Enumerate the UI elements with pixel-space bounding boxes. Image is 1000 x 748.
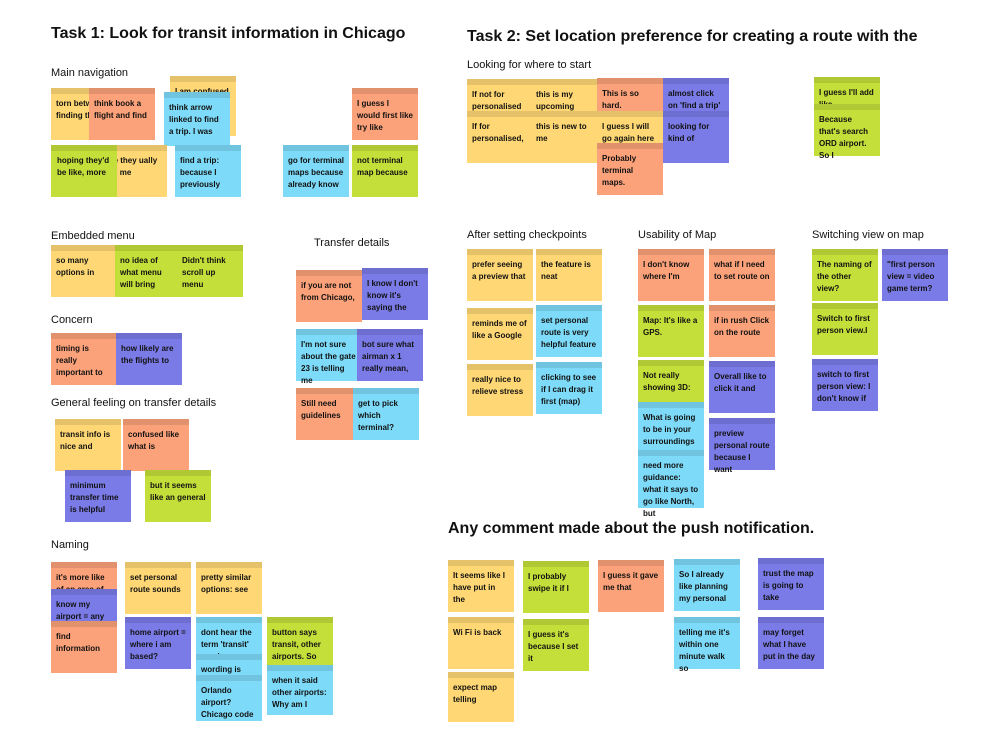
sticky-note[interactable]: reminds me of like a Google xyxy=(467,308,533,360)
sticky-note[interactable]: transit info is nice and xyxy=(55,419,121,471)
sticky-note[interactable]: confused like what is xyxy=(123,419,189,471)
sticky-note[interactable]: hoping they'd be like, more xyxy=(51,145,117,197)
sticky-note[interactable]: If for personalised, xyxy=(467,111,533,163)
label-after-checkpoints: After setting checkpoints xyxy=(467,229,587,241)
sticky-note[interactable]: Switch to first person view.I xyxy=(812,303,878,355)
sticky-note[interactable]: Didn't think scroll up menu xyxy=(177,245,243,297)
sticky-note[interactable]: "first person view = video game term? xyxy=(882,249,948,301)
sticky-note[interactable]: set personal route is very helpful featu… xyxy=(536,305,602,357)
sticky-note[interactable]: how likely are the flights to xyxy=(116,333,182,385)
label-concern: Concern xyxy=(51,314,93,326)
sticky-note[interactable]: may forget what I have put in the day xyxy=(758,617,824,669)
sticky-note[interactable]: but it seems like an general xyxy=(145,470,211,522)
sticky-note[interactable]: so many options in xyxy=(51,245,117,297)
sticky-note[interactable]: telling me it's within one minute walk s… xyxy=(674,617,740,673)
sticky-note[interactable]: The naming of the other view? xyxy=(812,249,878,301)
sticky-note[interactable]: It seems like I have put in the xyxy=(448,560,514,612)
sticky-note[interactable]: I guess I would first like try like xyxy=(352,88,418,140)
sticky-note[interactable]: not terminal map because xyxy=(352,145,418,197)
sticky-note[interactable]: no idea of what menu will bring xyxy=(115,245,181,297)
sticky-note[interactable]: looking for kind of xyxy=(663,111,729,163)
sticky-note[interactable]: expect map telling xyxy=(448,672,514,722)
sticky-note[interactable]: go for terminal maps because already kno… xyxy=(283,145,349,197)
sticky-note[interactable]: preview personal route because I want xyxy=(709,418,775,474)
sticky-note[interactable]: set personal route sounds xyxy=(125,562,191,614)
sticky-note[interactable]: Because that's search ORD airport. So I xyxy=(814,104,880,160)
sticky-note[interactable]: Map: It's like a GPS. xyxy=(638,305,704,357)
sticky-note[interactable]: bot sure what airman x 1 really mean, xyxy=(357,329,423,381)
sticky-note[interactable]: button says transit, other airports. So … xyxy=(267,617,333,673)
sticky-note[interactable]: pretty similar options: see xyxy=(196,562,262,614)
label-naming: Naming xyxy=(51,539,89,551)
sticky-note[interactable]: the feature is neat xyxy=(536,249,602,301)
sticky-note[interactable]: this is new to me xyxy=(531,111,597,163)
sticky-note[interactable]: think arrow linked to find a trip. I was xyxy=(164,92,230,146)
sticky-note[interactable]: if you are not from Chicago, xyxy=(296,270,362,322)
label-looking-for-start: Looking for where to start xyxy=(467,59,592,71)
sticky-note[interactable]: trust the map is going to take xyxy=(758,558,824,610)
sticky-note[interactable]: home airport = where i am based? xyxy=(125,617,191,669)
sticky-note[interactable]: need more guidance: what it says to go l… xyxy=(638,450,704,518)
sticky-note[interactable]: think book a flight and find xyxy=(89,88,155,140)
sticky-note[interactable]: I'm not sure about the gate 23 is tellin… xyxy=(296,329,362,385)
sticky-note[interactable]: So I already like planning my personal xyxy=(674,559,740,611)
label-transfer-details: Transfer details xyxy=(314,237,390,249)
sticky-note[interactable]: I guess it's because I set it xyxy=(523,619,589,671)
push-notification-title: Any comment made about the push notifica… xyxy=(448,520,815,537)
sticky-note[interactable]: clicking to see if I can drag it first (… xyxy=(536,362,602,414)
sticky-note[interactable]: Probably terminal maps. xyxy=(597,143,663,195)
sticky-note[interactable]: find information xyxy=(51,621,117,673)
sticky-note[interactable]: what if I need to set route on xyxy=(709,249,775,301)
sticky-note[interactable]: really nice to relieve stress xyxy=(467,364,533,416)
sticky-note[interactable]: find a trip: because I previously xyxy=(175,145,241,197)
label-embedded-menu: Embedded menu xyxy=(51,230,135,242)
sticky-note[interactable]: What is going to be in your surroundings xyxy=(638,402,704,454)
sticky-note[interactable]: I know I don't know it's saying the xyxy=(362,268,428,320)
label-usability-map: Usability of Map xyxy=(638,229,717,241)
sticky-note[interactable]: Orlando airport? Chicago code xyxy=(196,675,262,721)
sticky-note[interactable]: Still need guidelines xyxy=(296,388,362,440)
sticky-note[interactable]: switch to first person view: I don't kno… xyxy=(812,359,878,411)
sticky-note[interactable]: Wi Fi is back xyxy=(448,617,514,669)
sticky-note[interactable]: I probably swipe it if I xyxy=(523,561,589,613)
sticky-note[interactable]: I guess it gave me that xyxy=(598,560,664,612)
sticky-note[interactable]: get to pick which terminal? xyxy=(353,388,419,440)
sticky-note[interactable]: dont hear the term 'transit' much xyxy=(196,617,262,661)
sticky-note[interactable]: if in rush Click on the route xyxy=(709,305,775,357)
sticky-note[interactable]: prefer seeing a preview that xyxy=(467,249,533,301)
label-switching-view: Switching view on map xyxy=(812,229,924,241)
task1-title: Task 1: Look for transit information in … xyxy=(51,25,406,42)
sticky-note[interactable]: when it said other airports: Why am I xyxy=(267,665,333,715)
sticky-note[interactable]: timing is really important to xyxy=(51,333,117,385)
sticky-note[interactable]: Overall like to click it and xyxy=(709,361,775,413)
label-main-navigation: Main navigation xyxy=(51,67,129,79)
sticky-note[interactable]: I don't know where I'm xyxy=(638,249,704,301)
task2-title: Task 2: Set location preference for crea… xyxy=(467,28,918,45)
sticky-note[interactable]: wording is xyxy=(196,654,262,678)
label-general-feeling: General feeling on transfer details xyxy=(51,397,217,409)
sticky-note[interactable]: minimum transfer time is helpful xyxy=(65,470,131,522)
